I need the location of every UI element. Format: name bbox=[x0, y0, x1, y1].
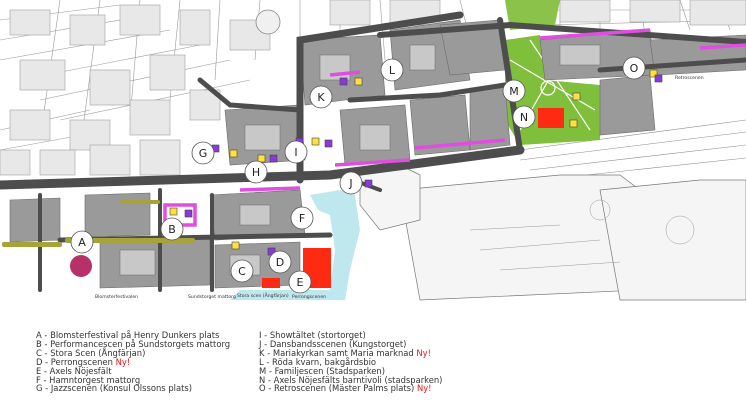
legend-left-column: A - Blomsterfestival på Henry Dunkers pl… bbox=[36, 331, 230, 393]
stage-marker-d[interactable]: D bbox=[268, 250, 292, 274]
stage-marker-e[interactable]: E bbox=[288, 270, 312, 294]
round-plaza bbox=[255, 9, 281, 35]
legend-item-n: N - Axels Nöjesfälts barntivoli (stadspa… bbox=[259, 374, 443, 385]
stage-marker-n[interactable]: N bbox=[512, 105, 536, 129]
stage-markers: A B C D E F G H I J K L M N O bbox=[70, 56, 646, 294]
stage-marker-j[interactable]: J bbox=[339, 171, 363, 195]
stage-marker-g[interactable]: G bbox=[191, 141, 215, 165]
label-stora-scen: Stora scen (Ångfärjan) bbox=[237, 292, 289, 299]
legend-item-d: D - Perrongscenen Ny! bbox=[36, 356, 131, 367]
harbour-piers bbox=[359, 164, 746, 301]
svg-text:E: E bbox=[297, 276, 304, 289]
stage-marker-h[interactable]: H bbox=[244, 160, 268, 184]
legend-item-f: F - Hamntorgest mattorg bbox=[36, 374, 141, 385]
svg-text:I: I bbox=[294, 146, 297, 159]
svg-text:B: B bbox=[168, 223, 176, 236]
stage-marker-m[interactable]: M bbox=[502, 79, 526, 103]
label-sundstorget: Sundstorget mattorg bbox=[188, 294, 236, 300]
svg-text:G: G bbox=[199, 147, 208, 160]
venue-squares bbox=[169, 69, 663, 256]
stage-marker-i[interactable]: I bbox=[284, 140, 308, 164]
new-badge: Ny! bbox=[115, 356, 131, 367]
legend-item-k: K - Mariakyrkan samt Maria marknad Ny! bbox=[259, 347, 431, 358]
stage-marker-c[interactable]: C bbox=[230, 259, 254, 283]
festival-map: Blomsterfestivalen Sundstorget mattorg S… bbox=[0, 0, 746, 301]
stage-c-block bbox=[262, 278, 280, 288]
legend-item-b: B - Performancescen på Sundstorgets matt… bbox=[36, 338, 231, 349]
legend-item-i: I - Showtältet (stortorget) bbox=[259, 330, 366, 340]
stage-marker-k[interactable]: K bbox=[309, 85, 333, 109]
festival-streets bbox=[163, 28, 746, 227]
label-blomster: Blomsterfestivalen bbox=[95, 294, 138, 300]
harbour-detail bbox=[469, 199, 695, 271]
legend-item-g: G - Jazzscenen (Konsul Olssons plats) bbox=[36, 383, 193, 394]
stage-n-block bbox=[538, 108, 564, 128]
label-retroscenen: Retroscenen bbox=[675, 75, 704, 81]
label-perrong: Perrongscenen bbox=[292, 294, 326, 300]
stage-marker-f[interactable]: F bbox=[290, 206, 314, 230]
harbour-water bbox=[230, 190, 360, 300]
stage-marker-b[interactable]: B bbox=[160, 217, 184, 241]
svg-text:K: K bbox=[317, 91, 325, 104]
legend-item-j: J - Dansbandsscenen (Kungstorget) bbox=[259, 338, 407, 349]
stage-marker-a[interactable]: A bbox=[70, 230, 94, 254]
legend-item-c: C - Stora Scen (Ångfärjan) bbox=[36, 347, 146, 358]
svg-text:D: D bbox=[276, 256, 284, 269]
legend-item-e: E - Axels Nöjesfält bbox=[36, 365, 112, 376]
legend-item-a: A - Blomsterfestival på Henry Dunkers pl… bbox=[36, 330, 220, 340]
svg-text:M: M bbox=[509, 85, 519, 98]
svg-text:O: O bbox=[630, 62, 639, 75]
svg-text:A: A bbox=[78, 236, 86, 249]
stage-marker-o[interactable]: O bbox=[622, 56, 646, 80]
svg-text:L: L bbox=[389, 64, 396, 77]
legend-item-o: O - Retroscenen (Mäster Palms plats) Ny! bbox=[259, 383, 432, 394]
new-badge: Ny! bbox=[416, 383, 432, 394]
blomster-circle bbox=[70, 255, 92, 277]
legend-right-column: I - Showtältet (stortorget) J - Dansband… bbox=[259, 331, 442, 393]
svg-text:J: J bbox=[348, 177, 352, 190]
park-north bbox=[505, 0, 560, 30]
tree-rows bbox=[2, 200, 195, 247]
svg-text:F: F bbox=[299, 212, 305, 225]
svg-text:N: N bbox=[520, 111, 528, 124]
svg-text:C: C bbox=[238, 265, 246, 278]
new-badge: Ny! bbox=[416, 347, 431, 358]
stage-marker-l[interactable]: L bbox=[380, 58, 404, 82]
town-blocks bbox=[0, 0, 746, 176]
svg-text:H: H bbox=[252, 166, 260, 179]
legend-item-m: M - Familjescen (Stadsparken) bbox=[259, 365, 385, 376]
legend-item-l: L - Röda kvarn, bakgårdsbio bbox=[259, 356, 377, 367]
